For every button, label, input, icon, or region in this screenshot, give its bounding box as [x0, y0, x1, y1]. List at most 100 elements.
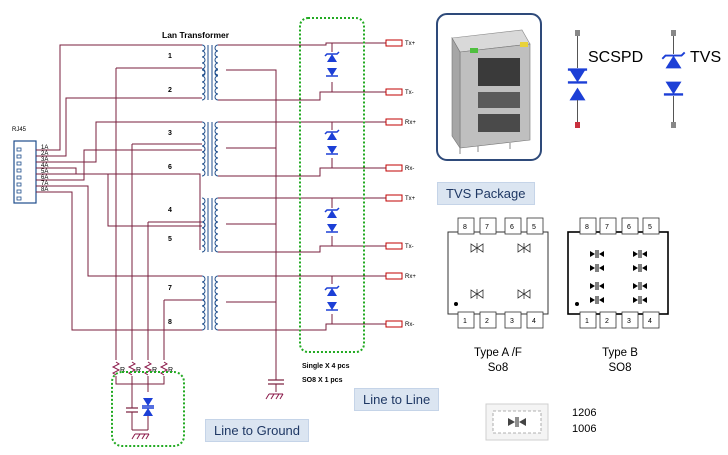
terminal: [385, 39, 403, 47]
connector-label: RJ45: [12, 127, 27, 133]
terminal: [385, 320, 403, 328]
line-label: Tx+: [405, 196, 416, 202]
pin-number: 7: [485, 224, 489, 231]
winding-number: 4: [168, 207, 172, 214]
secondary-wires: [218, 42, 386, 380]
transformer-1: [201, 44, 219, 101]
pin-label: 4A: [41, 163, 48, 169]
line-label: Tx+: [405, 41, 416, 47]
pin-number: 8: [585, 224, 589, 231]
connector-wires: [36, 44, 202, 331]
terminal: [385, 164, 403, 172]
terminal: [385, 194, 403, 202]
line-label: Rx+: [405, 120, 416, 126]
schematic: Lan Transformer RJ45 1A 2A 3A 4A 5A 6A 7…: [12, 17, 416, 447]
line-label: Rx+: [405, 274, 416, 280]
pin-label: 1A: [41, 145, 48, 151]
pin-number: 2: [605, 318, 609, 325]
scspd-label: SCSPD: [588, 49, 643, 66]
line-label: Tx-: [405, 90, 414, 96]
line-label: Rx-: [405, 166, 414, 172]
winding-number: 8: [168, 319, 172, 326]
pin-number: 4: [648, 318, 652, 325]
winding-number: 5: [168, 236, 172, 243]
transformers: 1 2 3 6 4 5 7 8: [168, 44, 219, 331]
resistor-symbol: [160, 361, 168, 376]
chip-package: 1206 1006: [485, 403, 596, 441]
terminal: [385, 242, 403, 250]
ground-icon: [265, 393, 284, 400]
winding-number: 6: [168, 164, 172, 171]
pin-number: 6: [510, 224, 514, 231]
line-to-ground-network: [111, 371, 185, 447]
package-type: So8: [488, 362, 508, 374]
pin-number: 2: [485, 318, 489, 325]
rj45-pins: [16, 147, 22, 201]
center-tap-capacitor: [265, 379, 284, 400]
ground-diode-symbol: [141, 397, 155, 407]
protection-note: SO8 X 1 pcs: [302, 377, 343, 384]
chip-size: 1006: [572, 423, 596, 435]
pin-label: 3A: [41, 157, 48, 163]
package-type-a: 8 7 6 5 1 2 3 4 Type A /F So8: [447, 217, 549, 374]
winding-number: 7: [168, 285, 172, 292]
terminal: [385, 272, 403, 280]
pin-labels: 1A 2A 3A 4A 5A 6A 7A 8A: [41, 145, 48, 193]
resistor-feeds: [115, 67, 202, 408]
transformer-4: [201, 275, 219, 331]
tvs-diode-symbol: [324, 129, 340, 141]
chip-size: 1206: [572, 407, 596, 419]
tvs-diode-symbol: [325, 223, 339, 233]
ground-highlight-box: [111, 371, 185, 447]
tvs-diode-symbol: [324, 285, 340, 297]
tvs-package-callout: TVS Package: [437, 182, 535, 205]
line-label: Rx-: [405, 322, 414, 328]
tvs-legend: TVS: [661, 30, 721, 128]
resistor-symbol: [128, 361, 136, 376]
pin-number: 4: [532, 318, 536, 325]
rj45-jack-image: [436, 13, 542, 161]
package-name: Type B: [602, 347, 638, 359]
tvs-diode-symbol: [325, 301, 339, 311]
resistor-symbol: [144, 361, 152, 376]
terminal: [385, 88, 403, 96]
winding-number: 1: [168, 53, 172, 60]
line-to-line-callout: Line to Line: [354, 388, 440, 411]
transformer-title: Lan Transformer: [162, 30, 230, 40]
resistor-label: R: [120, 367, 125, 374]
ground-diode-symbol: [141, 407, 155, 417]
tvs-diode-symbol: [324, 207, 340, 219]
pin-label: 2A: [41, 151, 48, 157]
resistors: R R R R: [112, 361, 173, 376]
tvs-diode-symbol: [324, 51, 340, 63]
protection-note: Single X 4 pcs: [302, 363, 350, 370]
line-to-line-network: Single X 4 pcs SO8 X 1 pcs: [299, 17, 365, 384]
ground-icon: [131, 433, 150, 440]
line-to-ground-callout: Line to Ground: [205, 419, 310, 442]
transformer-2: [201, 121, 219, 177]
tvs-label: TVS: [690, 49, 721, 66]
winding-number: 2: [168, 87, 172, 94]
line-highlight-box: [299, 17, 365, 353]
scspd-legend: SCSPD: [567, 30, 643, 128]
line-label: Tx-: [405, 244, 414, 250]
pin-number: 5: [648, 224, 652, 231]
resistor-label: R: [168, 367, 173, 374]
resistor-label: R: [152, 367, 157, 374]
pin-number: 7: [605, 224, 609, 231]
terminal: [385, 118, 403, 126]
winding-number: 3: [168, 130, 172, 137]
pin-number: 1: [585, 318, 589, 325]
pin-number: 8: [463, 224, 467, 231]
pin-label: 8A: [41, 187, 48, 193]
pin-number: 6: [627, 224, 631, 231]
pin-label: 6A: [41, 175, 48, 181]
line-terminals: Tx+ Tx- Rx+ Rx- Tx+ Tx- Rx+ Rx-: [385, 39, 416, 328]
package-type-b: 8 7 6 5 1 2 3 4 Type B SO8: [567, 217, 669, 374]
pin-label: 7A: [41, 181, 48, 187]
package-name: Type A /F: [474, 347, 522, 359]
pin-label: 5A: [41, 169, 48, 175]
transformer-3: [201, 197, 219, 253]
package-type: SO8: [608, 362, 631, 374]
